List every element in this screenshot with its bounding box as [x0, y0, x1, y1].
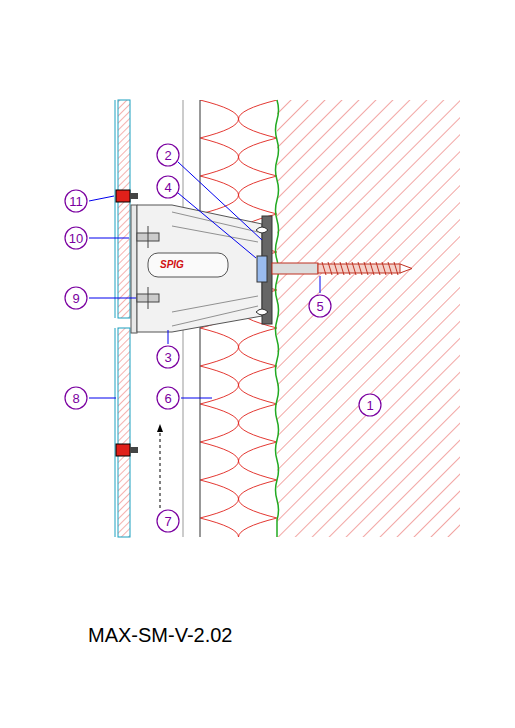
callout-text: 3: [164, 351, 171, 364]
cladding-panel: [115, 100, 130, 537]
vertical-rail: [131, 205, 137, 333]
bolt: [137, 226, 159, 309]
callout-circle: [65, 227, 87, 249]
callout-number: 7: [156, 509, 180, 533]
callout-number: 1: [358, 393, 382, 417]
callout-circle: [157, 510, 179, 532]
leader-line: [89, 162, 320, 398]
air-flow-arrow: [160, 428, 161, 508]
callout-number: 3: [156, 345, 180, 369]
callout-number: 9: [64, 286, 88, 310]
logo-text: SPIG: [160, 259, 184, 270]
concrete-wall: [277, 100, 460, 537]
callout-text: 6: [164, 392, 171, 405]
callout-text: 9: [72, 292, 79, 305]
callout-text: 11: [69, 195, 83, 208]
callout-number: 6: [156, 386, 180, 410]
callout-circle: [359, 394, 381, 416]
callout-text: 4: [164, 181, 171, 194]
callout-circle: [157, 176, 179, 198]
callout-circle: [65, 287, 87, 309]
callout-text: 10: [69, 232, 83, 245]
rivet: [116, 190, 138, 456]
callout-circle: [309, 295, 331, 317]
drawing-number: MAX-SM-V-2.02: [88, 624, 232, 647]
callout-number: 4: [156, 175, 180, 199]
callout-circle: [157, 346, 179, 368]
callout-number: 5: [308, 294, 332, 318]
callout-text: 2: [164, 149, 171, 162]
callout-text: 8: [72, 392, 79, 405]
callout-text: 5: [316, 300, 323, 313]
callout-number: 8: [64, 386, 88, 410]
adhesive-layer: [276, 100, 279, 537]
bracket: [137, 205, 272, 332]
callout-number: 10: [64, 226, 88, 250]
callout-circle: [65, 387, 87, 409]
anchor-screw: [272, 262, 412, 275]
callout-number: 2: [156, 143, 180, 167]
callout-text: 1: [366, 399, 373, 412]
callout-text: 7: [164, 515, 171, 528]
callout-number: 11: [64, 189, 88, 213]
callout-circle: [65, 190, 87, 212]
callout-circle: [157, 387, 179, 409]
callout-circle: [157, 144, 179, 166]
